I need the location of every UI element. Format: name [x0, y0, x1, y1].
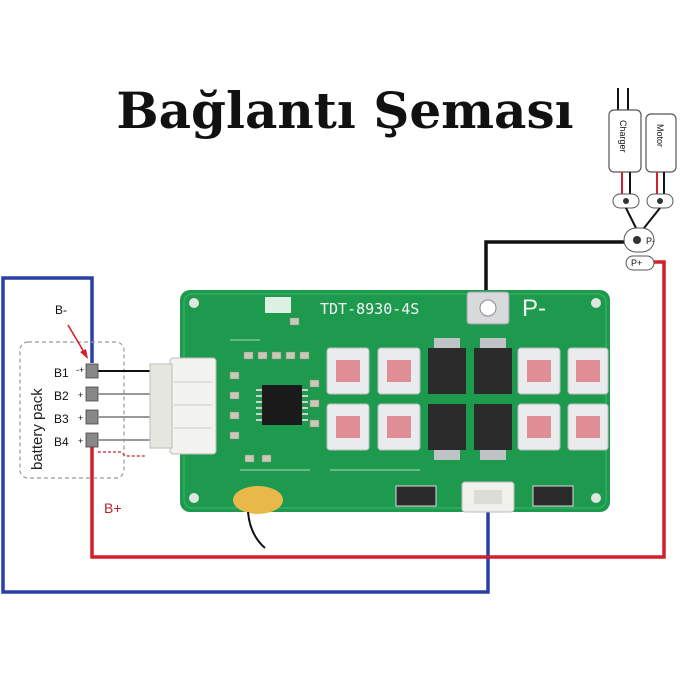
mount-hole [189, 493, 199, 503]
terminal-b1-label: B1 [54, 366, 69, 380]
terminal-b4 [85, 432, 99, 448]
b-plus-label: B+ [104, 500, 122, 516]
motor-box [645, 113, 677, 173]
terminal-b1-sign: -+ [76, 365, 84, 375]
terminal-b2-sign: + [78, 390, 83, 400]
diagram-title: Bağlantı Şeması [116, 81, 573, 140]
ntc-thermistor [233, 486, 283, 514]
b-plus-dash [98, 451, 146, 457]
ntc-lead [247, 511, 266, 549]
wire-red-b-plus [90, 260, 666, 559]
wire-black-p-minus [484, 240, 625, 297]
p-plus-connector [625, 255, 655, 271]
p-plus-connector-label: P+ [631, 258, 642, 268]
battery-pack-box [19, 341, 125, 479]
board-output-label: P- [522, 295, 546, 322]
terminal-b4-sign: + [78, 436, 83, 446]
wire-blue-b-minus [1, 276, 490, 594]
battery-pack-label: battery pack [29, 388, 46, 470]
resistor-arrays [326, 347, 609, 451]
b-minus-arrow [67, 324, 85, 353]
terminal-b2-label: B2 [54, 389, 69, 403]
charger-box [608, 109, 642, 173]
terminal-b3-sign: + [78, 413, 83, 423]
shunt-resistor [395, 485, 437, 507]
loads: Charger Motor P- P+ [608, 88, 677, 271]
b-minus-arrowhead [80, 349, 88, 359]
pcb [180, 290, 610, 512]
motor-label: Motor [655, 124, 665, 147]
bms-ic [262, 385, 302, 425]
shunt-resistor [532, 485, 574, 507]
terminal-b3-label: B3 [54, 412, 69, 426]
board-model-label: TDT-8930-4S [320, 300, 419, 318]
mount-hole [591, 493, 601, 503]
terminal-b2 [85, 386, 99, 402]
mount-hole [591, 298, 601, 308]
terminal-b3 [85, 409, 99, 425]
balance-connector [169, 357, 217, 455]
bms-board: TDT-8930-4S P- [149, 290, 610, 549]
charger-label: Charger [618, 120, 628, 153]
terminal-b1 [85, 363, 99, 379]
mount-hole [189, 298, 199, 308]
terminal-b4-label: B4 [54, 435, 69, 449]
b-minus-label: B- [55, 303, 67, 317]
battery-terminals: B1 B2 B3 B4 -+ + + + [54, 363, 172, 457]
p-minus-connector-label: P- [646, 236, 655, 246]
mosfets [428, 338, 512, 460]
